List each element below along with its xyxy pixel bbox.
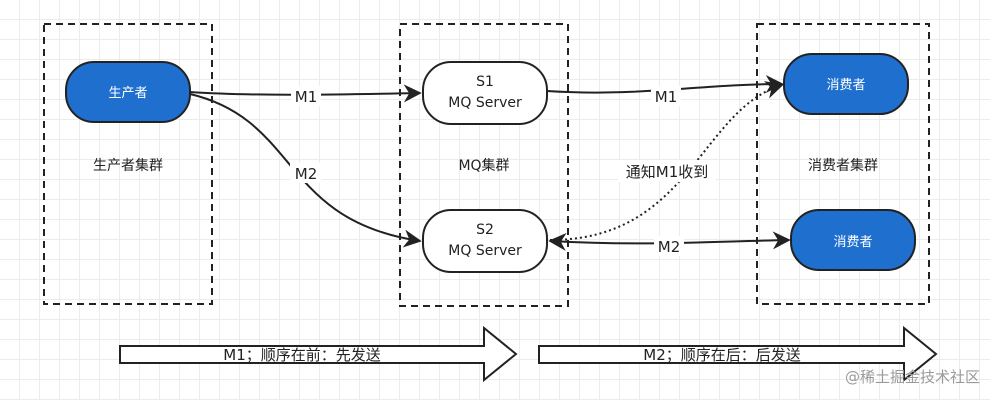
consumer-cluster-box: [756, 23, 930, 305]
mq-cluster-box: [399, 23, 569, 307]
label-s1-consumer: M1: [655, 88, 678, 106]
label-s2-consumer: M2: [658, 238, 681, 256]
s2-type: MQ Server: [448, 243, 522, 259]
label-producer-s2: M2: [295, 165, 318, 183]
s2-name: S2: [476, 222, 494, 238]
consumer-cluster-caption: 消费者集群: [808, 157, 878, 174]
producer-node-label: 生产者: [108, 86, 147, 101]
consumer-node-1[interactable]: [783, 53, 909, 115]
order-arrow-right-text: M2；顺序在后：后发送: [643, 346, 801, 364]
consumer-node-2[interactable]: [790, 209, 916, 271]
s1-name: S1: [476, 74, 494, 90]
mq-server-s1[interactable]: [422, 61, 548, 125]
consumer-node-1-label: 消费者: [826, 78, 865, 93]
s1-type: MQ Server: [448, 95, 522, 111]
edge-notify-dotted: [549, 81, 784, 241]
producer-cluster-caption: 生产者集群: [93, 157, 163, 174]
mq-cluster-caption: MQ集群: [458, 157, 509, 174]
mq-server-s2[interactable]: [422, 209, 548, 273]
label-notify: 通知M1收到: [626, 163, 709, 181]
producer-cluster-box: [43, 23, 213, 305]
order-arrow-left: [119, 325, 518, 383]
order-arrow-right: [538, 325, 938, 383]
watermark: @稀土掘金技术社区: [845, 368, 980, 386]
consumer-node-2-label: 消费者: [833, 235, 872, 250]
order-arrow-left-text: M1；顺序在前：先发送: [223, 346, 381, 364]
label-producer-s1: M1: [295, 88, 318, 106]
